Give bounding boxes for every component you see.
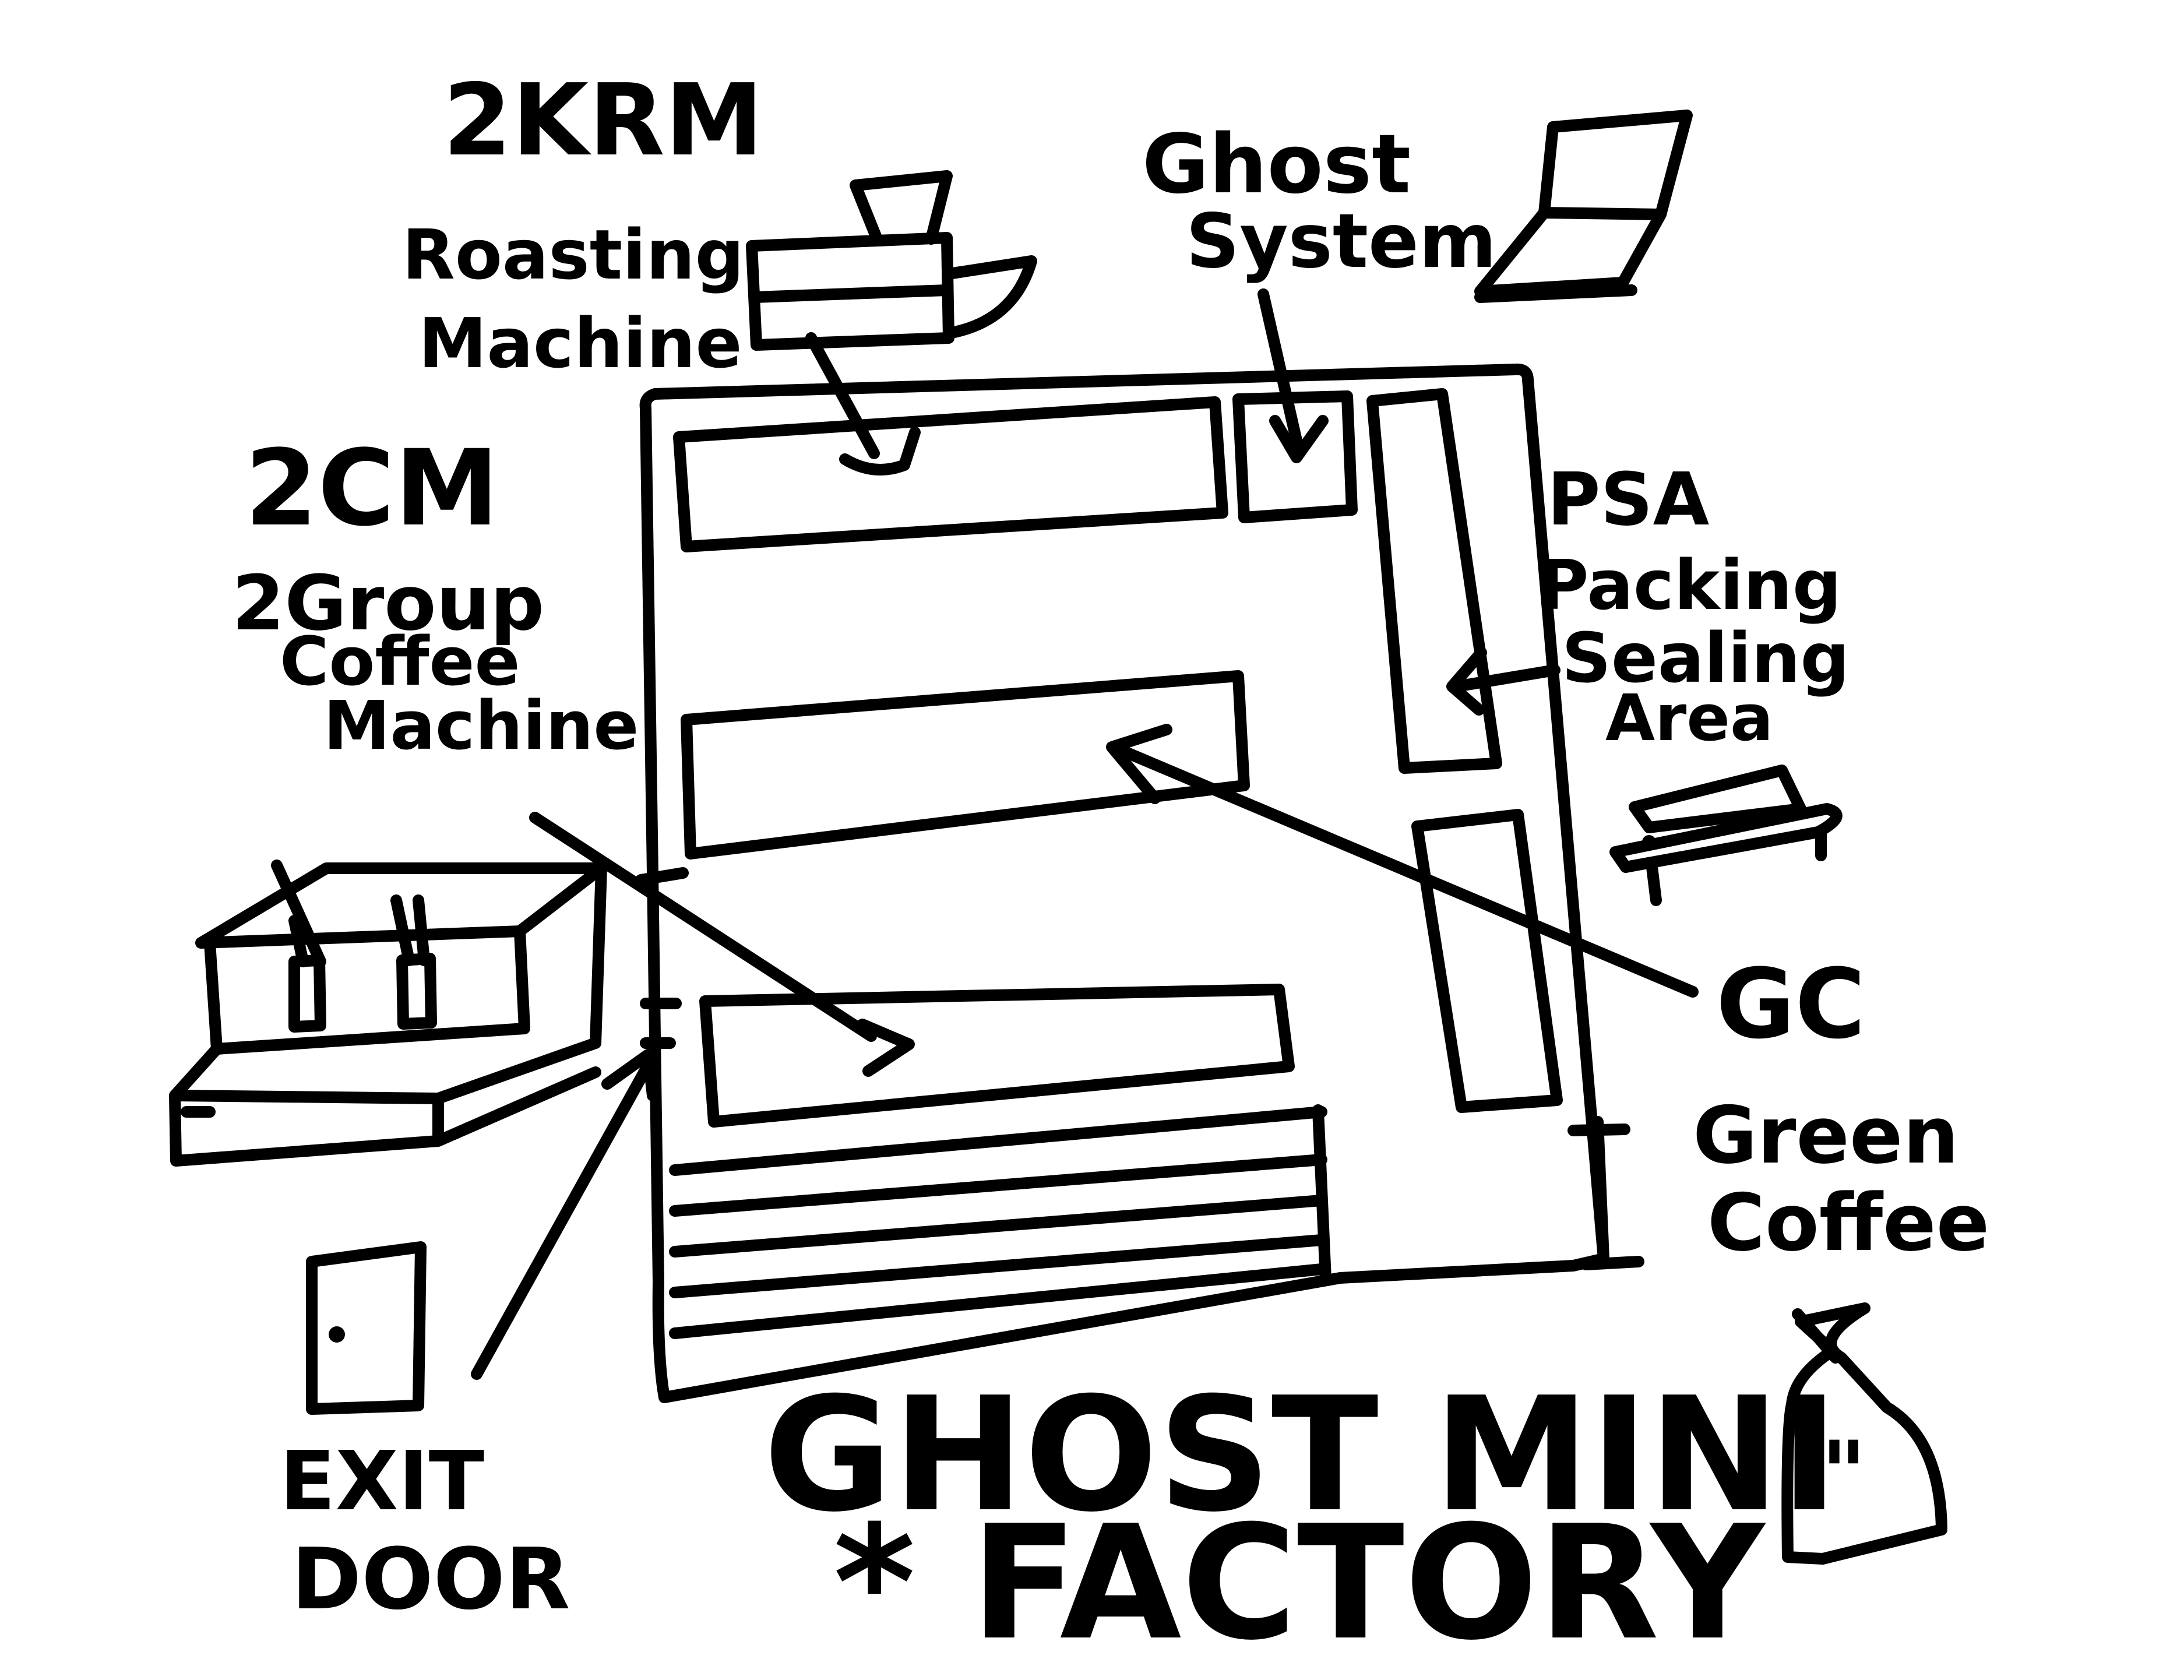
coffee-machine-line2: Coffee: [280, 623, 520, 701]
coffee-bag-mark: ": [1821, 1423, 1866, 1524]
laptop-icon: [1474, 110, 1693, 303]
ghost-arrow: [1257, 288, 1305, 459]
stairs: [669, 1104, 1331, 1339]
ghost-name-line1: Ghost: [1142, 117, 1411, 212]
exit-door-labels: EXIT DOOR: [280, 1434, 570, 1629]
ghost-system-box: [1232, 390, 1358, 523]
green-coffee-labels: GC Green Coffee: [1693, 948, 1989, 1269]
middle-bench: [681, 670, 1250, 860]
coffee-machine-arrow: [529, 812, 877, 1042]
coffee-machine-bench: [699, 984, 1295, 1128]
coffee-machine-line3: Machine: [323, 687, 639, 765]
coffee-bag-icon: [1781, 1302, 1947, 1565]
wall-opening-right: [1567, 1116, 1644, 1270]
wall-opening-left: [635, 867, 689, 1049]
gc-line2: Coffee: [1707, 1177, 1989, 1269]
psa-line2: Sealing: [1562, 618, 1850, 698]
arrows: [471, 288, 1699, 1380]
title-block: GHOST MINI * FACTORY: [763, 1363, 1838, 1675]
door-icon: [306, 1241, 427, 1415]
coffee-machine-labels: 2CM 2Group Coffee Machine: [232, 428, 639, 765]
psa-arrow: [1451, 664, 1560, 692]
green-coffee-bench: [1411, 809, 1563, 1113]
coffee-machine-line1: 2Group: [232, 559, 544, 647]
psa-labels: PSA Packing Sealing Area: [1538, 457, 1850, 755]
roaster-bench: [673, 396, 1228, 552]
green-coffee-arrow: [1119, 746, 1699, 998]
gc-code-label: GC: [1716, 948, 1866, 1060]
roasting-machine-icon: [746, 170, 1037, 351]
floor-plan: [635, 363, 1644, 1403]
exit-arrow: [471, 1059, 654, 1380]
roaster-code-label: 2KRM: [443, 63, 763, 178]
roaster-name-line1: Roasting: [402, 214, 744, 295]
title-line2: * FACTORY: [833, 1491, 1766, 1675]
psa-line3: Area: [1605, 681, 1773, 755]
title-line1: GHOST MINI: [763, 1363, 1838, 1547]
roaster-labels: 2KRM Roasting Machine: [402, 63, 763, 383]
exit-line2: DOOR: [291, 1530, 570, 1629]
sealer-icon: [1609, 765, 1843, 906]
exit-line1: EXIT: [280, 1434, 484, 1529]
roaster-name-line2: Machine: [418, 303, 742, 383]
ghost-name-line2: System: [1186, 198, 1496, 285]
roaster-arrow: [805, 332, 880, 459]
ghost-system-labels: Ghost System: [1142, 117, 1496, 285]
coffee-machine-code-label: 2CM: [245, 428, 499, 550]
psa-code-label: PSA: [1547, 457, 1710, 542]
psa-bench: [1366, 388, 1502, 774]
espresso-machine-icon: [169, 860, 607, 1167]
gc-line1: Green: [1693, 1090, 1959, 1181]
psa-line1: Packing: [1538, 545, 1841, 625]
